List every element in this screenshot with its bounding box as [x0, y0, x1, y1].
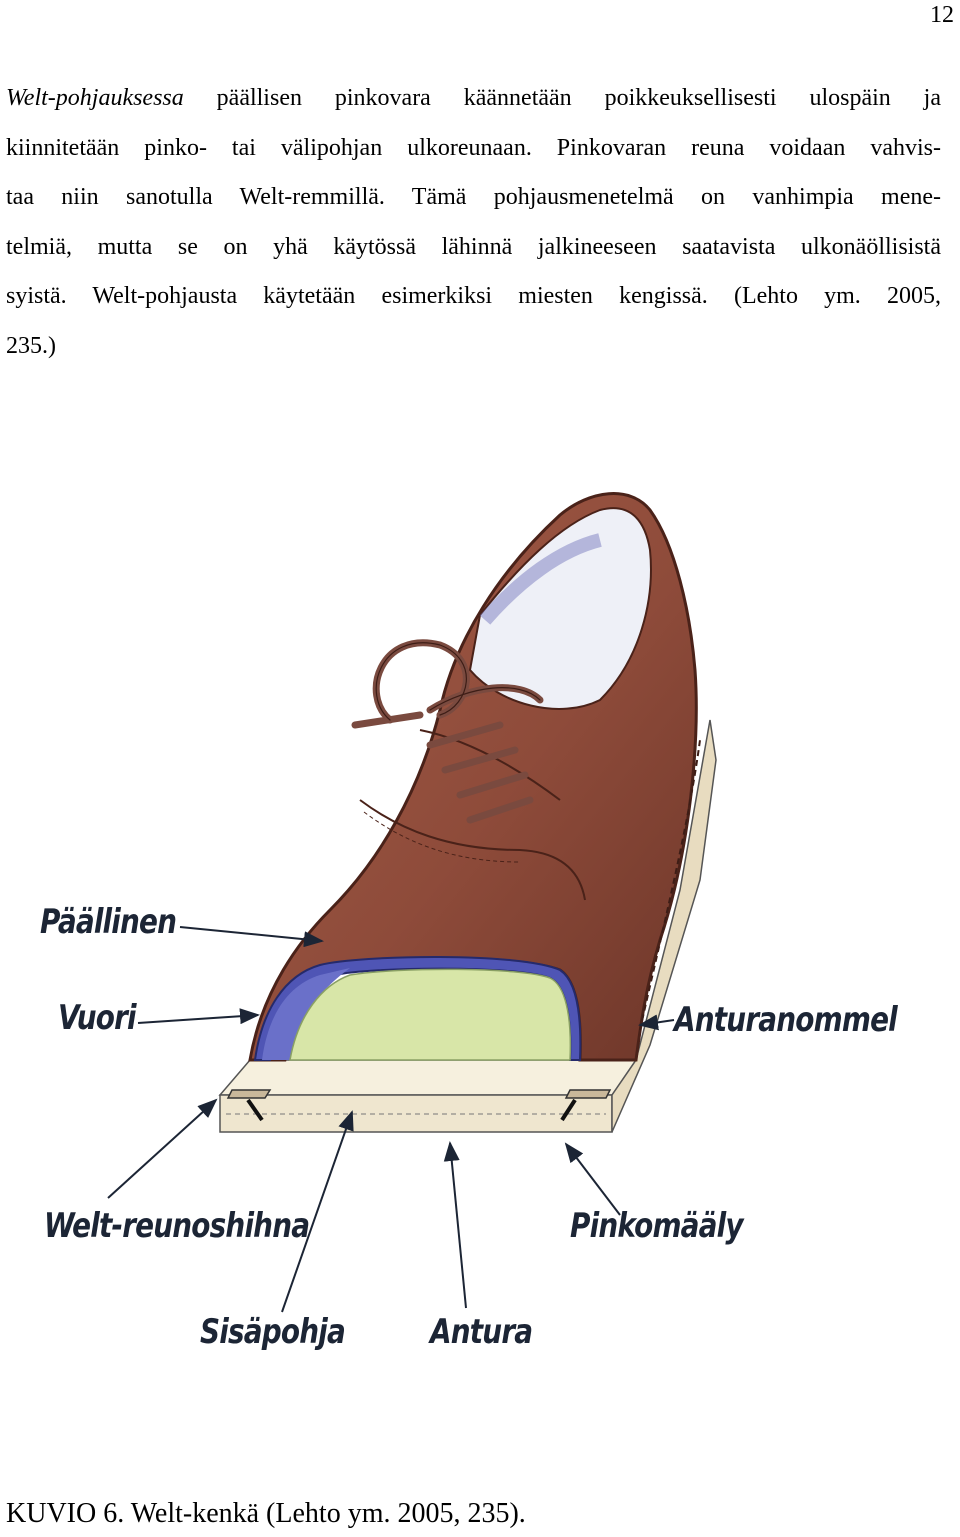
paragraph-line-1: Welt-pohjauksessa päällisen pinkovara kä… — [6, 74, 941, 124]
label-anturanommel: Anturanommel — [674, 1000, 898, 1040]
line-text: päällisen pinkovara käännetään poikkeuks… — [183, 85, 941, 111]
paragraph-line-3: taa niin sanotulla Welt-remmillä. Tämä p… — [6, 184, 941, 210]
figure-caption: KUVIO 6. Welt-kenkä (Lehto ym. 2005, 235… — [6, 1498, 526, 1529]
leader-lines — [107, 926, 675, 1313]
paragraph-line-5: syistä. Welt-pohjausta käytetään esimerk… — [6, 283, 941, 309]
label-antura: Antura — [430, 1312, 533, 1352]
label-vuori: Vuori — [58, 998, 137, 1038]
leader-antura — [443, 1141, 467, 1309]
label-pinkomaaly: Pinkomääly — [570, 1206, 744, 1246]
leader-sisapohja — [281, 1110, 354, 1313]
page-number: 12 — [930, 2, 954, 28]
leader-welt-reunoshihna — [107, 1098, 218, 1199]
paragraph-line-6: 235.) — [6, 332, 56, 359]
welt-shoe-figure: Päällinen Vuori Anturanommel Welt-reunos… — [0, 470, 960, 1370]
paragraph-line-4: telmiä, mutta se on yhä käytössä lähinnä… — [6, 233, 941, 260]
paragraph-line-2: kiinnitetään pinko- tai välipohjan ulkor… — [6, 134, 941, 161]
italic-term: Welt-pohjauksessa — [6, 85, 184, 111]
leader-anturanommel — [638, 1014, 675, 1031]
label-sisapohja: Sisäpohja — [200, 1312, 346, 1352]
cutaway-section — [226, 956, 612, 1122]
leader-paallinen — [179, 926, 324, 948]
leader-vuori — [137, 1008, 260, 1025]
label-paallinen: Päällinen — [40, 902, 177, 942]
label-welt-reunoshihna: Welt-reunoshihna — [44, 1206, 310, 1246]
shoe-illustration — [107, 492, 717, 1313]
body-paragraph: Welt-pohjauksessa päällisen pinkovara kä… — [6, 74, 941, 371]
leader-pinkomaaly — [564, 1142, 621, 1216]
sole — [218, 719, 717, 1133]
